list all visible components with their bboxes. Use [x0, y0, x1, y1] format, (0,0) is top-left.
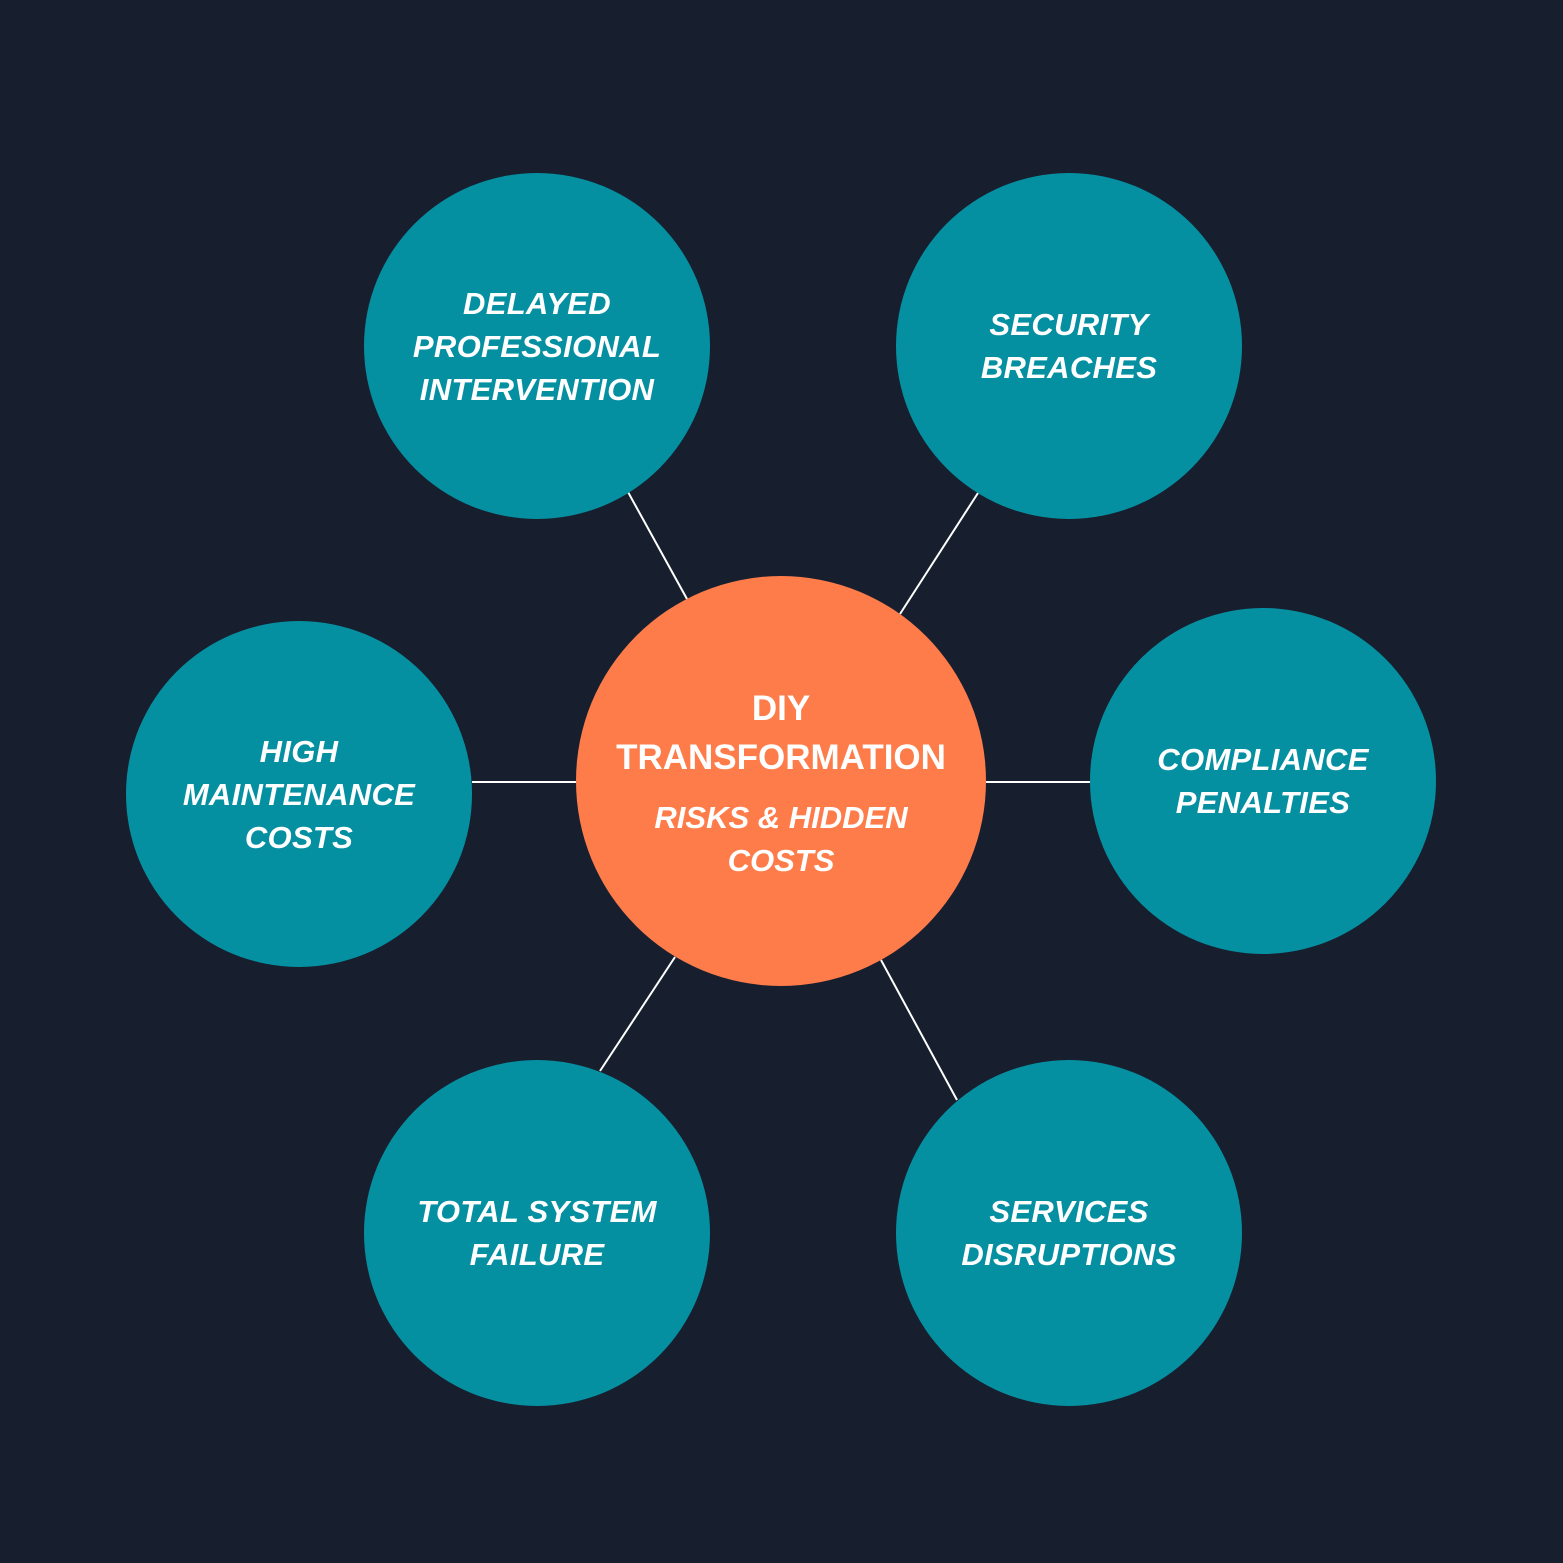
node-compliance-penalties: COMPLIANCE PENALTIES	[1090, 608, 1436, 954]
node-delayed-professional-intervention: DELAYED PROFESSIONAL INTERVENTION	[364, 173, 710, 519]
node-label: SERVICES DISRUPTIONS	[961, 1194, 1177, 1272]
node-services-disruptions: SERVICES DISRUPTIONS	[896, 1060, 1242, 1406]
connector-top-right	[899, 492, 979, 615]
connector-top-left	[627, 491, 688, 600]
node-label: TOTAL SYSTEM FAILURE	[417, 1194, 657, 1272]
node-total-system-failure: TOTAL SYSTEM FAILURE	[364, 1060, 710, 1406]
node-high-maintenance-costs: HIGH MAINTENANCE COSTS	[126, 621, 472, 967]
node-label: DELAYED PROFESSIONAL INTERVENTION	[412, 285, 662, 407]
center-node: DIY TRANSFORMATION RISKS & HIDDEN COSTS	[576, 576, 986, 986]
connector-bottom-right	[880, 959, 958, 1101]
connector-bottom-left	[599, 956, 676, 1072]
node-label: SECURITY BREACHES	[980, 307, 1158, 385]
node-security-breaches: SECURITY BREACHES	[896, 173, 1242, 519]
node-label: HIGH MAINTENANCE COSTS	[182, 733, 416, 855]
center-title: DIY TRANSFORMATION	[616, 689, 946, 777]
node-label: COMPLIANCE PENALTIES	[1157, 742, 1369, 820]
center-subtitle: RISKS & HIDDEN COSTS	[654, 800, 908, 878]
